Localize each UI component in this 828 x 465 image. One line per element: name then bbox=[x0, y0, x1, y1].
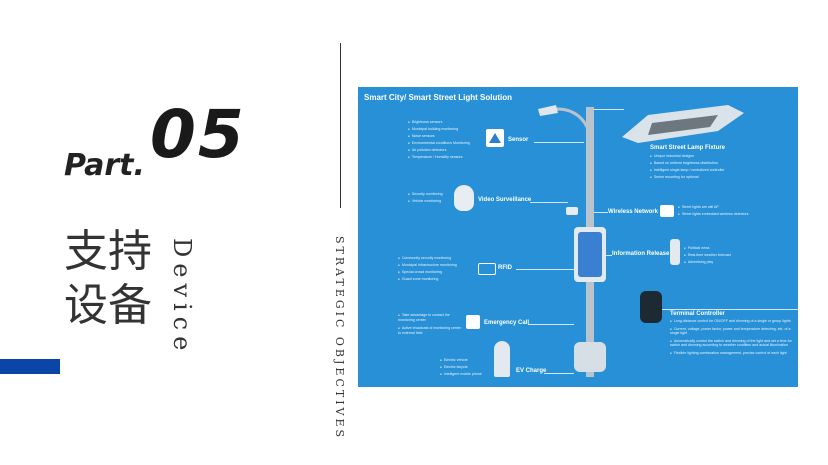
side-title: STRATEGIC OBJECTIVES bbox=[333, 236, 346, 441]
sensor-item: Municipal building monitoring bbox=[408, 126, 470, 133]
pole-arm-icon bbox=[538, 105, 592, 136]
terminal-item: Long-distance control for ON/OFF and dim… bbox=[670, 319, 794, 324]
lamp-items: Unique industrial designs Based on unifo… bbox=[650, 153, 725, 181]
connector-line bbox=[662, 309, 798, 310]
ev-item: Electric vehicle bbox=[440, 357, 482, 364]
rfid-item: Community security monitoring bbox=[398, 255, 457, 262]
chinese-title-line1: 支持 bbox=[64, 226, 152, 277]
part-number: 05 bbox=[150, 96, 246, 173]
rfid-label: RFID bbox=[498, 265, 512, 271]
rfid-items: Community security monitoring Municipal … bbox=[398, 255, 457, 283]
rfid-item: Special crowd monitoring bbox=[398, 269, 457, 276]
lamp-label: Smart Street Lamp Fixture bbox=[650, 145, 726, 151]
ev-items: Electric vehicle Electric bicycle Intell… bbox=[440, 357, 482, 378]
terminal-items: Long-distance control for ON/OFF and dim… bbox=[670, 319, 794, 355]
emergency-item: Take advantage to contact the monitoring… bbox=[398, 313, 462, 322]
info-label: Information Release bbox=[612, 251, 670, 257]
chinese-title-line2: 设备 bbox=[64, 280, 152, 331]
emergency-items: Take advantage to contact the monitoring… bbox=[398, 313, 462, 335]
lamp-fixture-icon bbox=[622, 105, 744, 143]
connector-line bbox=[530, 202, 568, 203]
sensor-item: Temperature / Humidity sensors bbox=[408, 154, 470, 161]
rfid-icon bbox=[478, 263, 496, 275]
pole-base-icon bbox=[574, 342, 606, 372]
lamp-item: Based on uniform brightness distribution bbox=[650, 160, 725, 167]
terminal-item: Current, voltage, power factor, power an… bbox=[670, 327, 794, 336]
ev-label: EV Charge bbox=[516, 368, 547, 374]
connector-line bbox=[594, 109, 624, 110]
smart-street-light-diagram: Smart City/ Smart Street Light Solution … bbox=[358, 87, 798, 387]
part-label: Part. bbox=[64, 148, 145, 183]
connector-line bbox=[594, 212, 608, 213]
connector-line bbox=[606, 255, 612, 256]
info-item: Real-time weather forecast bbox=[684, 252, 731, 259]
terminal-label: Terminal Controller bbox=[670, 311, 725, 317]
video-item: Security monitoring bbox=[408, 191, 443, 198]
info-item: Political news bbox=[684, 245, 731, 252]
connector-line bbox=[528, 324, 574, 325]
sensor-item: Environmental conditions Monitoring bbox=[408, 140, 470, 147]
lamp-item: Series mounting for optional bbox=[650, 174, 725, 181]
connector-line bbox=[516, 269, 574, 270]
diagram-title: Smart City/ Smart Street Light Solution bbox=[364, 93, 513, 102]
accent-bar bbox=[0, 359, 60, 374]
wireless-label: Wireless Network bbox=[608, 209, 658, 215]
sensor-label: Sensor bbox=[508, 137, 529, 143]
rfid-item: Guard zone monitoring bbox=[398, 276, 457, 283]
info-item: Advertising play bbox=[684, 259, 731, 266]
wireless-item: Street lights embedded wireless detector… bbox=[678, 211, 749, 218]
terminal-item: Flexible lighting combination management… bbox=[670, 351, 794, 356]
rfid-item: Municipal infrastructure monitoring bbox=[398, 262, 457, 269]
connector-line bbox=[534, 142, 584, 143]
video-item: Vehicle monitoring bbox=[408, 198, 443, 205]
emergency-item: Active broadcast of monitoring center to… bbox=[398, 326, 462, 335]
video-items: Security monitoring Vehicle monitoring bbox=[408, 191, 443, 205]
wifi-icon bbox=[660, 205, 674, 217]
lamp-item: Unique industrial designs bbox=[650, 153, 725, 160]
camera-icon bbox=[454, 185, 474, 211]
lamp-item: Intelligent single lamp / centralized co… bbox=[650, 167, 725, 174]
ev-item: Electric bicycle bbox=[440, 364, 482, 371]
sos-icon bbox=[466, 315, 480, 329]
pole-camera-icon bbox=[566, 207, 578, 215]
english-title: Device bbox=[168, 238, 196, 357]
ev-charger-icon bbox=[494, 341, 510, 377]
sensor-item: Brightness sensors bbox=[408, 119, 470, 126]
video-label: Video Surveillance bbox=[478, 197, 532, 203]
wireless-item: Street lights are wifi AP bbox=[678, 204, 749, 211]
emergency-label: Emergency Call bbox=[484, 320, 530, 326]
info-screen-icon bbox=[670, 239, 680, 265]
info-items: Political news Real-time weather forecas… bbox=[684, 245, 731, 266]
sensor-item: Air pollution detectors bbox=[408, 147, 470, 154]
terminal-controller-icon bbox=[640, 291, 662, 323]
connector-line bbox=[544, 373, 574, 374]
ev-item: Intelligent mobile phone bbox=[440, 371, 482, 378]
wireless-items: Street lights are wifi AP Street lights … bbox=[678, 204, 749, 218]
info-screen-display bbox=[578, 232, 602, 277]
sensor-icon bbox=[486, 129, 504, 147]
terminal-item: Automatically control the switch and dim… bbox=[670, 339, 794, 348]
sensor-items: Brightness sensors Municipal building mo… bbox=[408, 119, 470, 161]
vertical-divider bbox=[340, 43, 341, 208]
sensor-item: Noise sensors bbox=[408, 133, 470, 140]
